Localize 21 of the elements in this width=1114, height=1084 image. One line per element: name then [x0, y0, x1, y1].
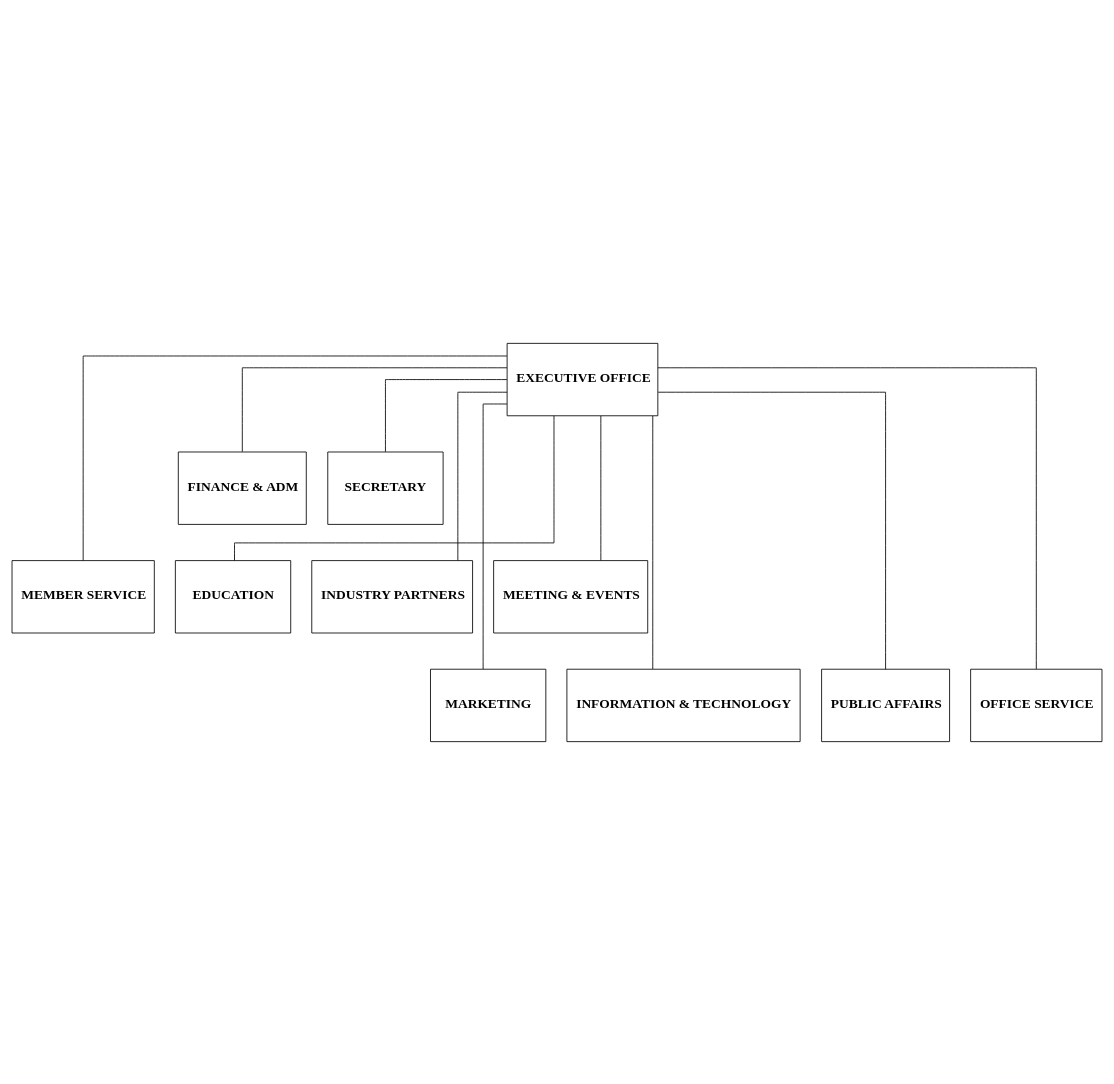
node-box: FINANCE & ADM	[177, 451, 307, 525]
connector	[600, 415, 602, 561]
connector	[385, 378, 508, 452]
connector	[657, 366, 1037, 669]
connector	[457, 391, 508, 561]
node-box: PUBLIC AFFAIRS	[821, 668, 950, 742]
node-box: MEMBER SERVICE	[11, 559, 155, 633]
node-box: INFORMATION & TECHNOLOGY	[566, 668, 801, 742]
connector	[482, 403, 508, 669]
node-box: EXECUTIVE OFFICE	[506, 342, 659, 416]
connector	[234, 414, 555, 561]
connector	[657, 391, 886, 670]
node-box: INDUSTRY PARTNERS	[311, 559, 473, 633]
connector	[241, 366, 508, 452]
node-box: MEETING & EVENTS	[493, 559, 649, 633]
node-box: SECRETARY	[327, 451, 444, 525]
node-box: MARKETING	[430, 668, 547, 742]
connector	[652, 415, 654, 669]
connector	[82, 355, 508, 561]
node-box: EDUCATION	[174, 559, 292, 633]
node-box: OFFICE SERVICE	[970, 668, 1103, 742]
